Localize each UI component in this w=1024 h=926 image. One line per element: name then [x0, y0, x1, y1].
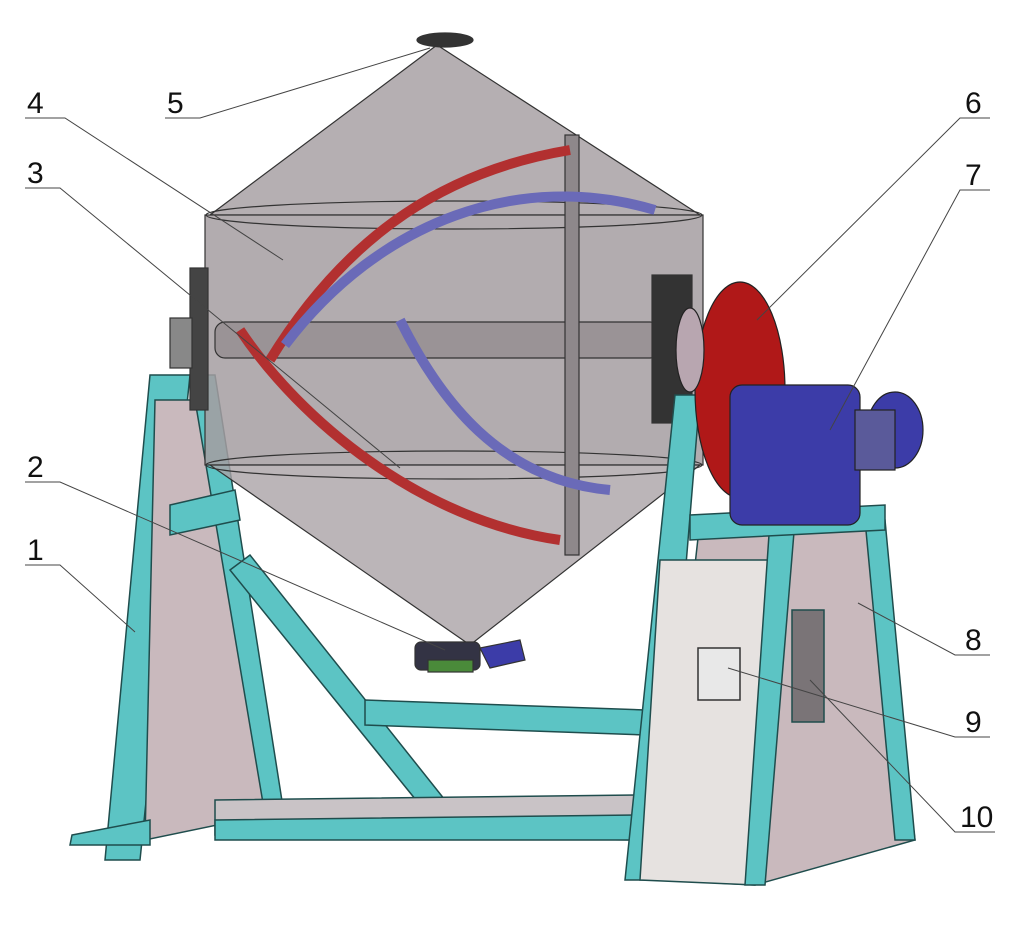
callout-2: 2: [27, 451, 44, 484]
callout-10: 10: [960, 801, 993, 834]
callout-3: 3: [27, 157, 44, 190]
callout-leaders: [25, 47, 995, 833]
left-support-frame: [69, 374, 646, 861]
callout-8: 8: [965, 624, 982, 657]
callout-9: 9: [965, 706, 982, 739]
callout-1: 1: [27, 534, 44, 567]
callout-4: 4: [27, 87, 44, 120]
mixing-vessel: [169, 32, 704, 673]
callout-labels: 1 2 3 4 5 6 7 8 9 10: [27, 87, 993, 834]
right-support-frame: [624, 394, 916, 886]
drive-unit: [675, 281, 924, 526]
callout-6: 6: [965, 87, 982, 120]
callout-7: 7: [965, 159, 982, 192]
callout-5: 5: [167, 87, 184, 120]
